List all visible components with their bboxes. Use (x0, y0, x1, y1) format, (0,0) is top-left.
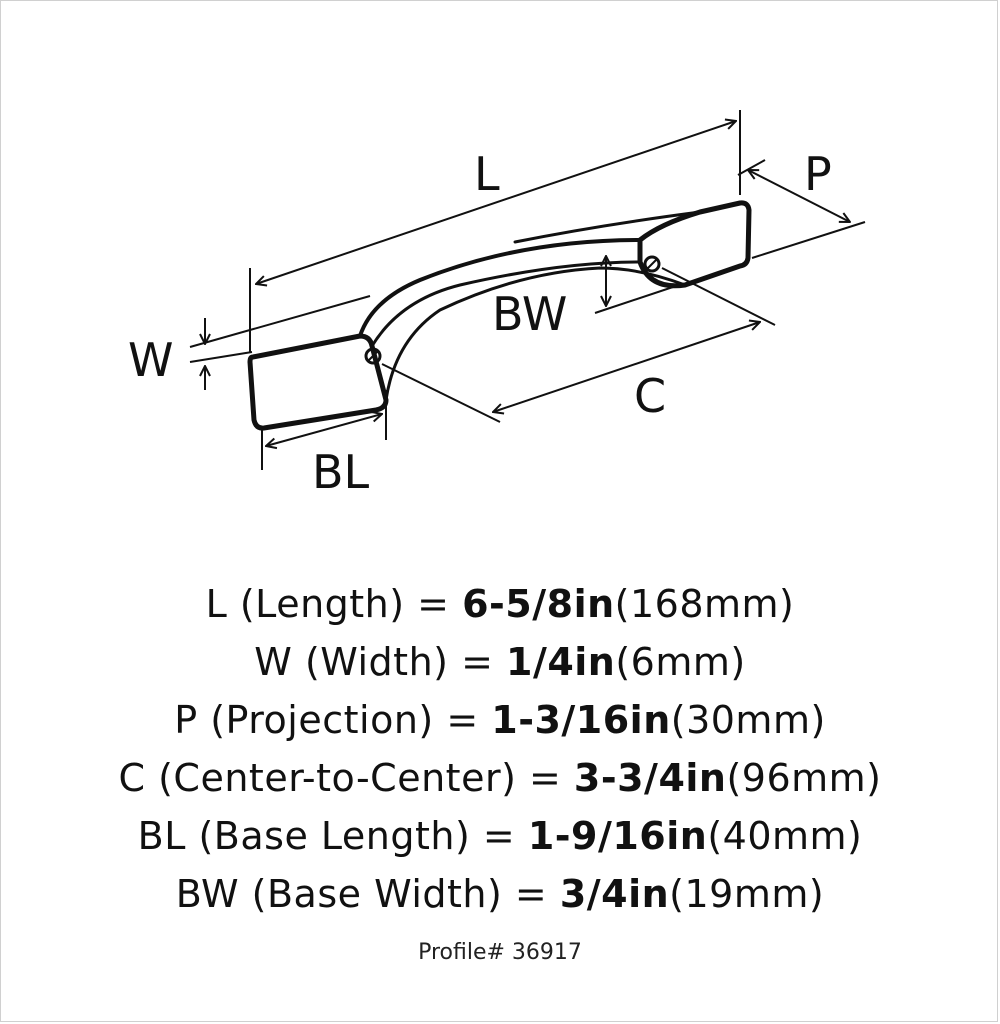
spec-value: 6-5/8in (462, 582, 615, 626)
spec-center-to-center: C (Center-to-Center) = 3-3/4in(96mm) (0, 749, 1000, 807)
spec-code: P (174, 698, 198, 742)
spec-name: (Projection) = (197, 698, 492, 742)
bw-extension (594, 283, 683, 314)
w-extension-bottom (189, 351, 253, 363)
spec-metric: (30mm) (670, 698, 826, 742)
label-bl: BL (312, 445, 370, 499)
w-extension-top (189, 295, 371, 348)
spec-length: L (Length) = 6-5/8in(168mm) (0, 575, 1000, 633)
spec-code: BL (137, 814, 186, 858)
profile-number: Profile# 36917 (418, 940, 582, 965)
c-dimension-arrow (493, 322, 760, 412)
p-extension-bottom (751, 221, 866, 259)
handle-dimension-diagram: L P BW W C BL (128, 110, 866, 499)
p-dimension-arrow (748, 170, 850, 222)
spec-name: (Center-to-Center) = (145, 756, 574, 800)
spec-code: L (205, 582, 228, 626)
spec-name: (Length) = (227, 582, 463, 626)
spec-metric: (168mm) (614, 582, 795, 626)
spec-name: (Width) = (292, 640, 506, 684)
label-bw: BW (492, 287, 567, 341)
handle-bar-back (513, 210, 702, 244)
c-extension-left (381, 363, 501, 423)
spec-metric: (6mm) (615, 640, 746, 684)
spec-base-length: BL (Base Length) = 1-9/16in(40mm) (0, 807, 1000, 865)
l-dimension-arrow (256, 121, 736, 284)
spec-name: (Base Length) = (185, 814, 528, 858)
label-l: L (474, 147, 500, 201)
dimension-specs: L (Length) = 6-5/8in(168mm) W (Width) = … (0, 575, 1000, 923)
spec-metric: (96mm) (726, 756, 882, 800)
p-extension-top (737, 159, 766, 176)
label-c: C (634, 369, 666, 423)
spec-value: 3/4in (559, 872, 670, 916)
c-extension-right (661, 267, 776, 326)
spec-name: (Base Width) = (239, 872, 560, 916)
spec-code: BW (175, 872, 240, 916)
spec-value: 3-3/4in (573, 756, 727, 800)
spec-base-width: BW (Base Width) = 3/4in(19mm) (0, 865, 1000, 923)
left-base-plate (247, 333, 389, 431)
bl-dimension-arrow (266, 414, 382, 446)
spec-value: 1-9/16in (527, 814, 708, 858)
right-base-plate (637, 200, 752, 289)
spec-code: C (118, 756, 146, 800)
spec-width: W (Width) = 1/4in(6mm) (0, 633, 1000, 691)
dimension-lines (189, 110, 866, 470)
spec-value: 1-3/16in (491, 698, 671, 742)
label-w: W (128, 333, 173, 387)
spec-metric: (19mm) (669, 872, 825, 916)
spec-metric: (40mm) (707, 814, 863, 858)
spec-projection: P (Projection) = 1-3/16in(30mm) (0, 691, 1000, 749)
spec-value: 1/4in (506, 640, 616, 684)
label-p: P (804, 147, 832, 201)
left-screw-hole (364, 347, 382, 365)
spec-code: W (254, 640, 293, 684)
